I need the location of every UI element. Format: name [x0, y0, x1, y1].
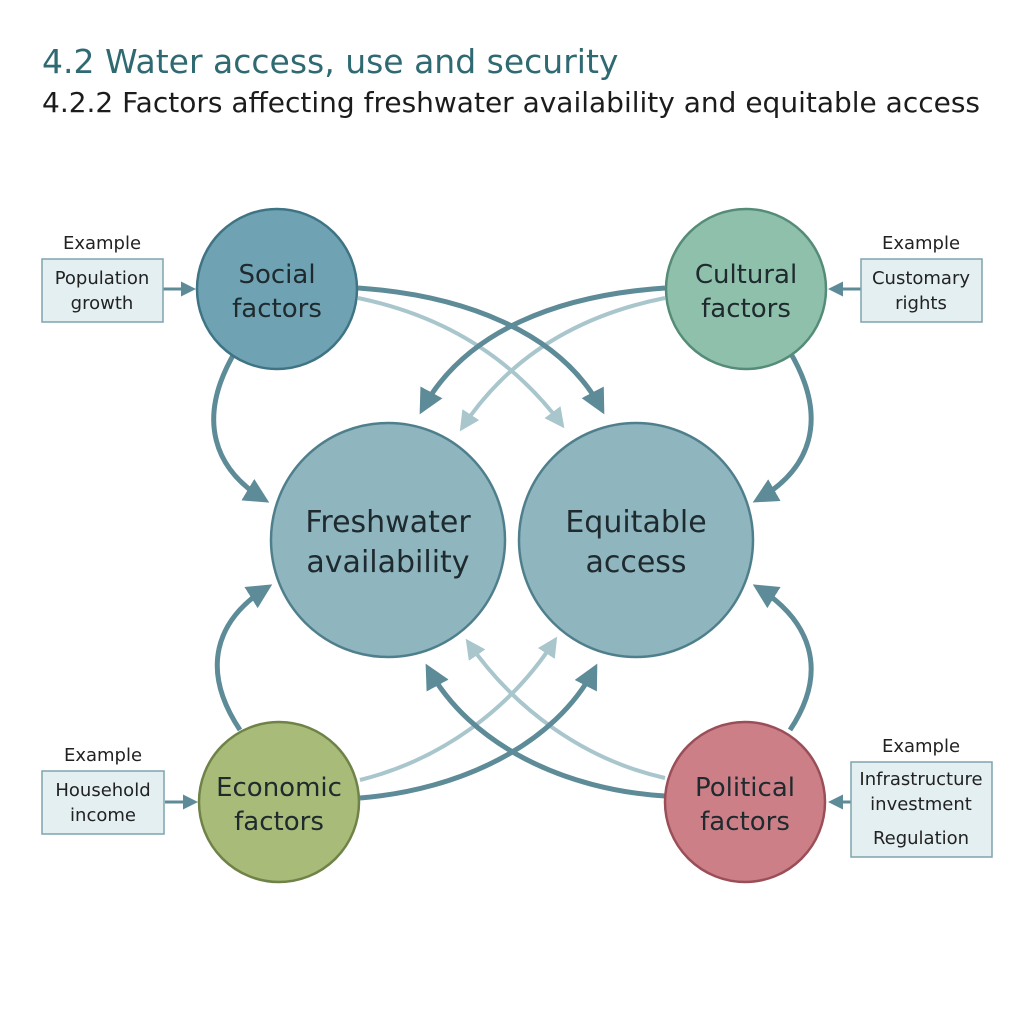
- cultural-label-line2: factors: [701, 294, 791, 324]
- arrow-economic-to-equitable-light: [359, 636, 558, 782]
- example-cultural-line1: Customary: [872, 268, 970, 289]
- example-political-line3: Regulation: [873, 828, 969, 849]
- arrow-cultural-to-freshwater-light: [459, 296, 666, 432]
- arrow-political-to-freshwater-light: [465, 638, 666, 780]
- example-economic-line2: income: [70, 805, 136, 826]
- example-political-line2: investment: [870, 794, 972, 815]
- example-social-line2: growth: [71, 293, 134, 314]
- page-title: 4.2 Water access, use and security: [42, 42, 619, 81]
- example-economic-line1: Household: [55, 780, 150, 801]
- node-economic-factors: Economic factors: [197, 720, 361, 884]
- example-cultural: Example Customary rights: [860, 233, 983, 323]
- example-social-label: Example: [63, 233, 141, 254]
- page-subtitle: 4.2.2 Factors affecting freshwater avail…: [42, 86, 981, 119]
- political-label-line2: factors: [700, 807, 790, 837]
- example-cultural-line2: rights: [895, 293, 947, 314]
- node-freshwater-availability: Freshwater availability: [269, 421, 507, 659]
- arrow-social-to-equitable: [357, 285, 605, 415]
- arrow-political-to-equitable: [752, 584, 814, 732]
- arrow-social-to-freshwater: [211, 350, 270, 503]
- economic-label-line1: Economic: [216, 773, 342, 803]
- arrow-cultural-to-equitable: [752, 350, 814, 503]
- equitable-label-line1: Equitable: [565, 505, 706, 540]
- example-arrows: [163, 281, 861, 810]
- node-social-factors: Social factors: [195, 207, 359, 371]
- example-political-label: Example: [882, 736, 960, 757]
- light-arrows: [357, 296, 666, 782]
- political-label-line1: Political: [695, 773, 795, 803]
- cultural-label-line1: Cultural: [695, 260, 797, 290]
- freshwater-label-line1: Freshwater: [305, 505, 471, 540]
- arrow-cultural-to-freshwater: [419, 285, 666, 415]
- social-label-line2: factors: [232, 294, 322, 324]
- economic-label-line2: factors: [234, 807, 324, 837]
- example-economic: Example Household income: [41, 745, 165, 835]
- example-economic-label: Example: [64, 745, 142, 766]
- arrow-economic-to-freshwater: [214, 584, 273, 732]
- example-political-line1: Infrastructure: [859, 769, 982, 790]
- freshwater-label-line2: availability: [306, 545, 469, 580]
- example-political: Example Infrastructure investment Regula…: [850, 736, 993, 858]
- equitable-label-line2: access: [585, 545, 686, 580]
- node-equitable-access: Equitable access: [517, 421, 755, 659]
- arrow-political-to-freshwater: [425, 663, 666, 799]
- example-social: Example Population growth: [41, 233, 164, 323]
- example-cultural-label: Example: [882, 233, 960, 254]
- node-cultural-factors: Cultural factors: [664, 207, 828, 371]
- example-social-line1: Population: [55, 268, 150, 289]
- arrow-economic-to-equitable: [359, 663, 598, 801]
- social-label-line1: Social: [238, 260, 315, 290]
- dark-arrows: [211, 285, 814, 801]
- node-political-factors: Political factors: [663, 720, 827, 884]
- arrow-social-to-equitable-light: [357, 296, 565, 429]
